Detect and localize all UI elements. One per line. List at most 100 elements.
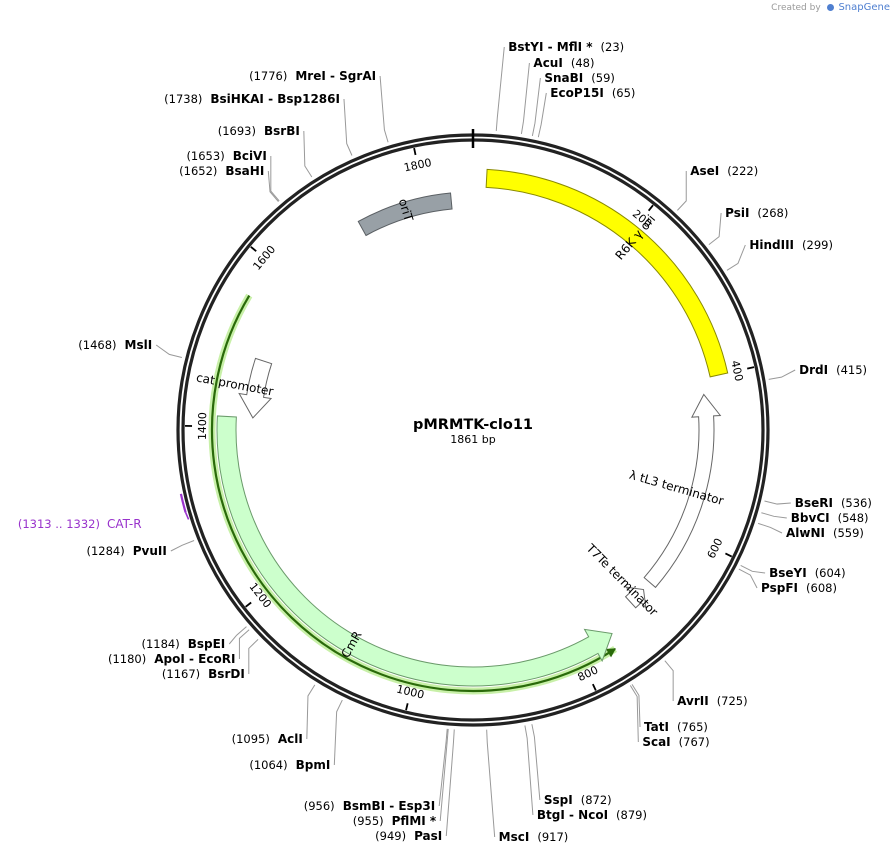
- site-leader: [228, 626, 247, 645]
- site-bbvci[interactable]: BbvCI(548): [791, 511, 869, 525]
- site-msci[interactable]: MscI(917): [499, 830, 569, 844]
- feature-cmr[interactable]: [216, 415, 613, 687]
- site-leader: [531, 724, 541, 801]
- site-bcivi[interactable]: (1653) BciVI: [186, 149, 266, 163]
- orf-arrow-icon: [605, 648, 616, 658]
- site-isoschizomer: - NcoI: [565, 808, 608, 822]
- site-leader: [333, 699, 343, 766]
- bp-tick: [250, 246, 257, 252]
- site-btgi[interactable]: BtgI - NcoI(879): [537, 808, 647, 822]
- site-leader: [761, 512, 787, 519]
- site-apoi[interactable]: (1180)ApoI - EcoRI: [108, 652, 235, 666]
- site-leader: [238, 629, 250, 659]
- site-acli[interactable]: (1095) AclI: [232, 732, 303, 746]
- bp-tick-label: 600: [705, 536, 726, 561]
- primer-cat-r: (1313 .. 1332)CAT-R: [18, 493, 190, 531]
- site-position: (415): [836, 363, 867, 377]
- site-psii[interactable]: PsiI(268): [725, 206, 788, 220]
- site-position: (956): [304, 799, 335, 813]
- feature-orit[interactable]: [357, 192, 453, 237]
- site-name: AclI: [278, 732, 303, 746]
- site-name: EcoP15I: [550, 86, 604, 100]
- site-position: (1776): [249, 69, 287, 83]
- bp-tick: [405, 703, 409, 711]
- site-snabi[interactable]: SnaBI (59): [544, 71, 615, 85]
- feature-tl3-terminator[interactable]: [643, 393, 722, 589]
- site-leader: [677, 171, 687, 211]
- site-isoschizomer: - SgrAI: [326, 69, 376, 83]
- site-ecop15i[interactable]: EcoP15I (65): [550, 86, 635, 100]
- bp-tick-label: 400: [728, 359, 745, 382]
- site-bstyi[interactable]: BstYI - MflI *(23): [508, 40, 624, 54]
- site-acui[interactable]: AcuI(48): [533, 56, 594, 70]
- site-name: AseI: [690, 164, 719, 178]
- site-leader: [531, 77, 541, 137]
- site-position: (1468): [78, 338, 116, 352]
- credit-brand: SnapGene: [838, 2, 890, 13]
- site-asei[interactable]: AseI (222): [690, 164, 758, 178]
- site-leader: [170, 540, 195, 552]
- plasmid-length: 1861 bp: [450, 433, 495, 446]
- site-bsahi[interactable]: (1652)BsaHI: [179, 164, 264, 178]
- site-name: BciVI: [233, 149, 267, 163]
- site-scai[interactable]: ScaI(767): [642, 735, 709, 749]
- primer-tick: [184, 512, 190, 520]
- site-hindiii[interactable]: HindIII(299): [749, 238, 833, 252]
- site-alwni[interactable]: AlwNI(559): [786, 526, 864, 540]
- site-name: ApoI: [154, 652, 185, 666]
- site-position: (59): [591, 71, 615, 85]
- bp-tick: [747, 366, 755, 370]
- site-name: BseYI: [769, 566, 807, 580]
- site-position: (65): [612, 86, 636, 100]
- site-name: SnaBI: [544, 71, 583, 85]
- site-pflmi[interactable]: (955)PflMI *: [353, 814, 437, 828]
- site-name: AvrII: [677, 694, 709, 708]
- site-bsrbi[interactable]: (1693)BsrBI: [218, 124, 300, 138]
- site-position: (949): [375, 829, 406, 843]
- orf-highlight: [208, 293, 617, 695]
- site-name: HindIII: [749, 238, 794, 252]
- site-position: (48): [571, 56, 595, 70]
- site-tati[interactable]: TatI(765): [644, 720, 708, 734]
- site-bseri[interactable]: BseRI(536): [795, 496, 872, 510]
- site-drdi[interactable]: DrdI(415): [799, 363, 867, 377]
- site-position: (1095): [232, 732, 270, 746]
- site-leader: [267, 170, 279, 202]
- site-pspfi[interactable]: PspFI(608): [761, 581, 837, 595]
- snapgene-logo-icon: [826, 4, 834, 11]
- primer-name: CAT-R: [107, 517, 142, 531]
- feature-t7te-terminator[interactable]: [624, 586, 647, 609]
- site-position: (222): [727, 164, 758, 178]
- site-msli[interactable]: (1468)MslI: [78, 338, 152, 352]
- site-bspei[interactable]: (1184)BspEI: [141, 637, 225, 651]
- site-pvuii[interactable]: (1284)PvuII: [86, 544, 166, 558]
- site-position: (559): [833, 526, 864, 540]
- site-position: (1738): [164, 92, 202, 106]
- feature-label: λ tL3 terminator: [628, 468, 726, 508]
- site-name: MscI: [499, 830, 530, 844]
- site-position: (1167): [162, 667, 200, 681]
- site-position: (548): [838, 511, 869, 525]
- backbone: [176, 129, 770, 727]
- bp-tick: [592, 683, 597, 691]
- site-leader: [629, 685, 639, 743]
- site-avrii[interactable]: AvrII(725): [677, 694, 747, 708]
- feature-r6k-ori[interactable]: [485, 168, 729, 378]
- bp-tick: [647, 204, 654, 212]
- site-bsmbi[interactable]: (956)BsmBI - Esp3I: [304, 799, 435, 813]
- site-bpmi[interactable]: (1064)BpmI: [249, 758, 330, 772]
- plasmid-name: pMRMTK-clo11: [413, 417, 533, 433]
- site-bseyi[interactable]: BseYI(604): [769, 566, 846, 580]
- feature-label: oriT: [396, 197, 416, 224]
- site-pasi[interactable]: (949)PasI: [375, 829, 442, 843]
- site-leader: [379, 75, 389, 143]
- site-leader: [486, 729, 496, 838]
- feature-cat-promoter[interactable]: [238, 357, 273, 419]
- site-bsrdi[interactable]: (1167)BsrDI: [162, 667, 245, 681]
- site-mrei[interactable]: (1776)MreI - SgrAI: [249, 69, 376, 83]
- site-name: PspFI: [761, 581, 798, 595]
- site-sspi[interactable]: SspI(872): [544, 793, 612, 807]
- site-position: (1653): [186, 149, 224, 163]
- site-name: BsiHKAI: [210, 92, 264, 106]
- site-bsihkai[interactable]: (1738)BsiHKAI - Bsp1286I: [164, 92, 340, 106]
